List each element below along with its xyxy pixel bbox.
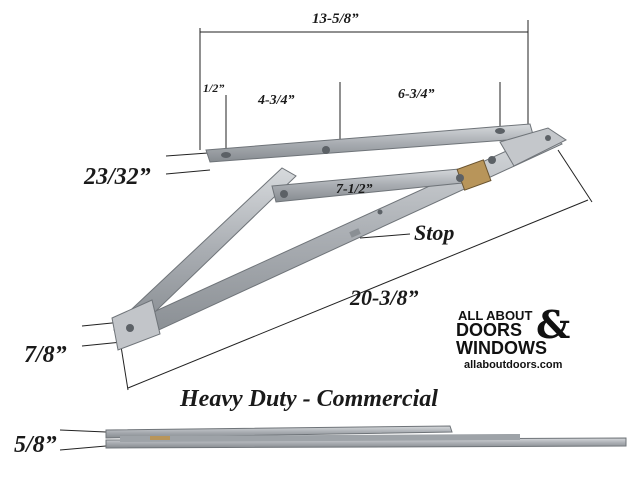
hinge-assembly	[111, 123, 567, 351]
dimension-lines	[59, 20, 593, 451]
logo: ALL ABOUT DOORS & WINDOWS allaboutdoors.…	[456, 302, 570, 371]
profile-view	[105, 425, 627, 449]
logo-line2: DOORS	[456, 320, 522, 340]
dim-six-three-quarter: 6-3/4”	[398, 87, 435, 102]
dim-half-inch: 1/2”	[203, 81, 224, 95]
dim-four-three-quarter: 4-3/4”	[257, 93, 295, 108]
stop-label: Stop	[414, 220, 454, 245]
dim-short-arm: 7-1/2”	[336, 182, 373, 197]
logo-ampersand: &	[536, 302, 570, 347]
stop-tab	[349, 228, 361, 238]
logo-url: allaboutdoors.com	[464, 359, 563, 371]
dim-arm-width: 23/32”	[83, 164, 151, 190]
left-base-plate	[111, 299, 161, 351]
dim-overall-top: 13-5/8”	[312, 11, 359, 27]
dim-profile-height: 5/8”	[14, 432, 57, 458]
top-arm	[205, 123, 535, 163]
logo-line3: WINDOWS	[456, 338, 547, 358]
caption: Heavy Duty - Commercial	[179, 386, 438, 412]
dim-base-width: 7/8”	[24, 342, 67, 368]
rivets	[126, 128, 551, 332]
dim-main-arm: 20-3/8”	[349, 285, 418, 310]
logo-line1: ALL ABOUT	[458, 308, 532, 323]
